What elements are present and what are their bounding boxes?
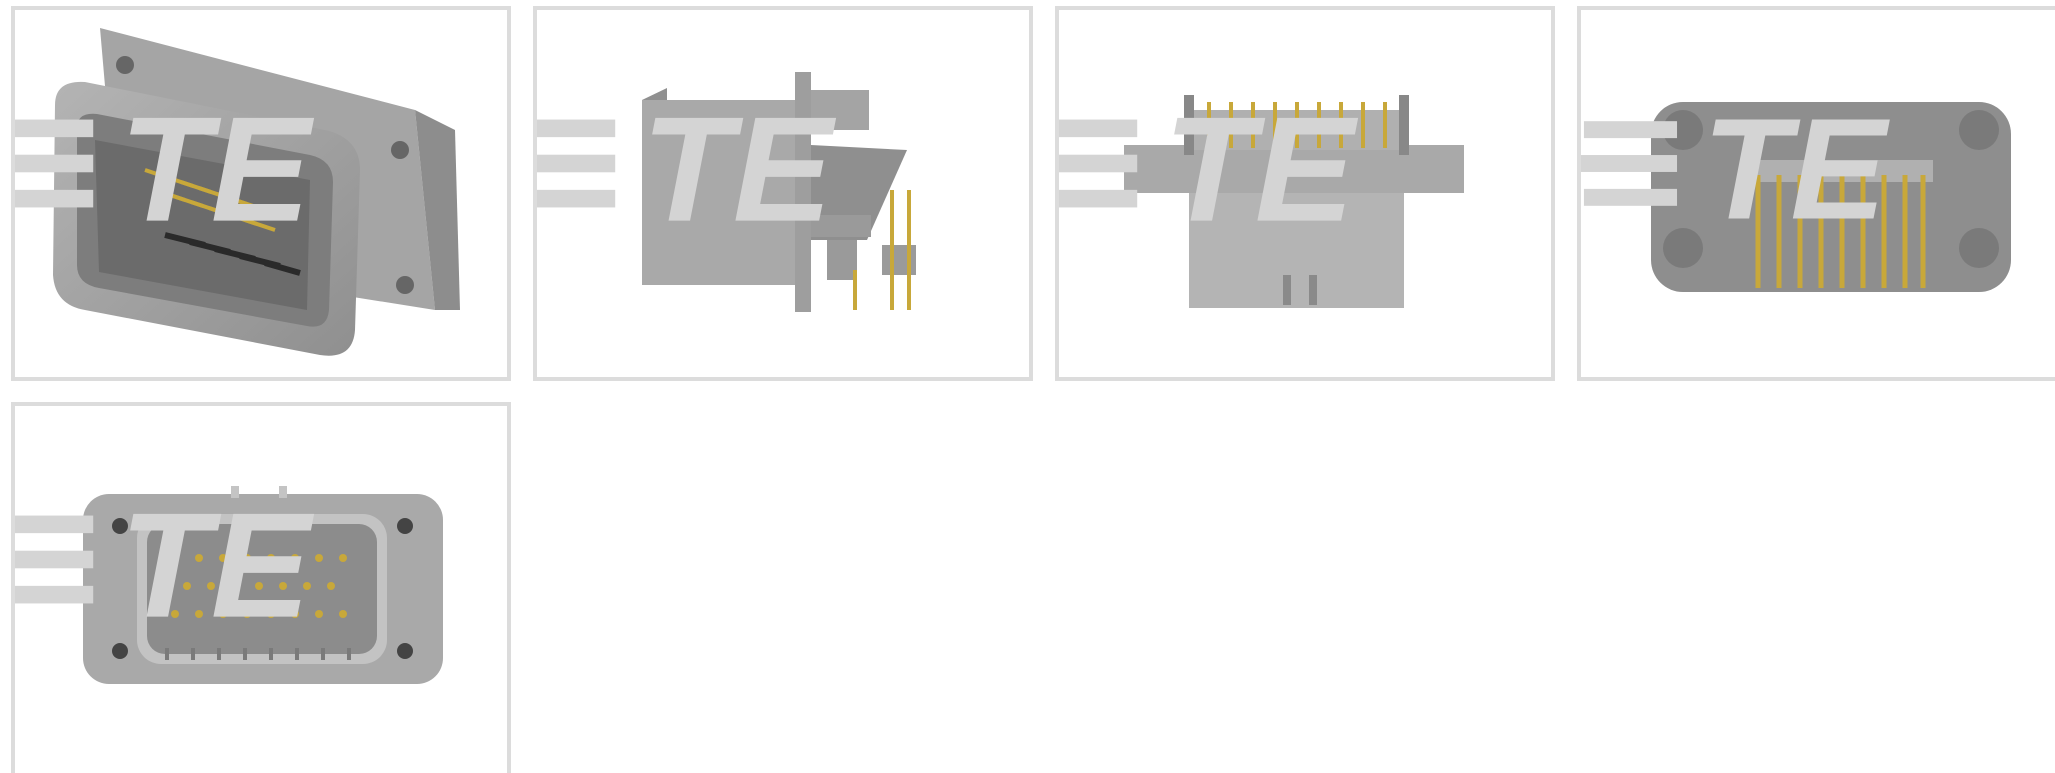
svg-text:TE: TE xyxy=(1702,90,1890,250)
thumbnail-isometric-view[interactable]: TE xyxy=(11,6,511,381)
svg-text:TE: TE xyxy=(120,482,315,649)
connector-isometric-image xyxy=(53,28,460,356)
connector-side-image xyxy=(642,72,916,312)
thumbnail-side-view[interactable]: TE xyxy=(533,6,1033,381)
connector-rear-image xyxy=(1651,102,2011,292)
te-logo-icon: TE xyxy=(15,86,315,253)
te-logo-icon: TE xyxy=(1581,90,1890,250)
thumbnail-top-view[interactable]: TE xyxy=(1055,6,1555,381)
te-logo-icon: TE xyxy=(537,86,837,253)
thumbnail-front-view[interactable]: TE xyxy=(11,402,511,773)
te-logo-icon: TE xyxy=(1059,86,1359,253)
thumbnail-rear-view[interactable]: TE xyxy=(1577,6,2055,381)
svg-text:TE: TE xyxy=(642,86,837,253)
svg-text:TE: TE xyxy=(120,86,315,253)
svg-text:TE: TE xyxy=(1164,86,1359,253)
connector-front-image xyxy=(83,486,443,684)
te-logo-icon: TE xyxy=(15,482,315,649)
connector-top-image xyxy=(1124,95,1464,308)
